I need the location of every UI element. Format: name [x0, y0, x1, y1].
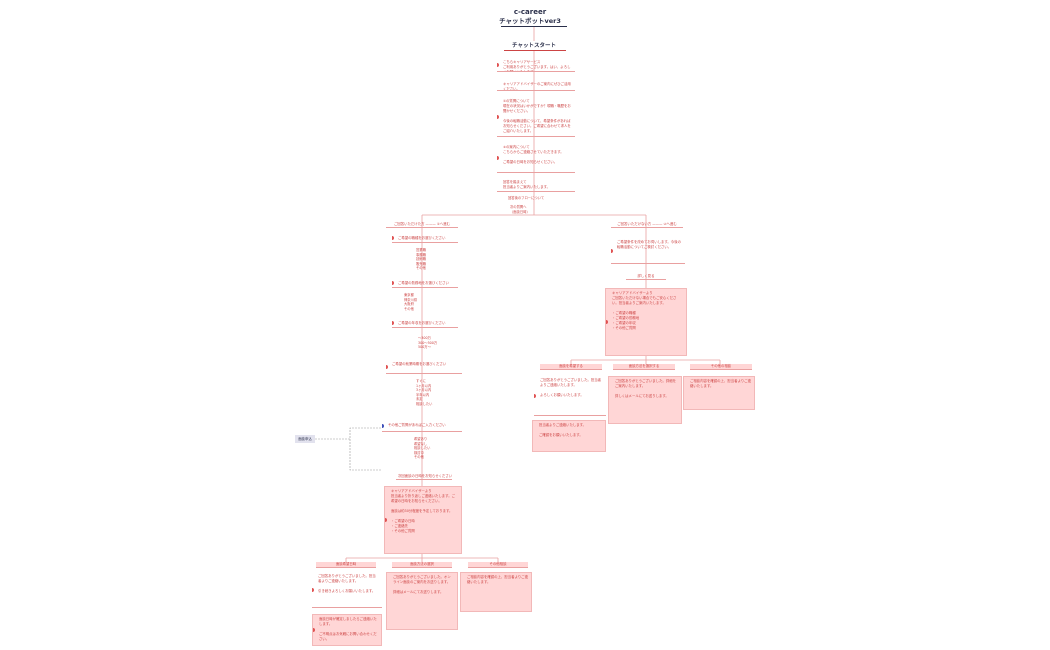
- mid-branch-1[interactable]: 面談希望日時: [316, 562, 376, 568]
- node-dot-icon: [611, 248, 613, 253]
- right-text-3[interactable]: ご相談内容を確認の上、担当者よりご連絡いたします。: [683, 376, 755, 410]
- left-step-5[interactable]: その他ご質問があればご入力ください: [382, 421, 462, 432]
- mid-text-1[interactable]: ご回答ありがとうございました。担当者よりご連絡いたします。 引き続きよろしくお願…: [312, 572, 382, 608]
- intro-node-4[interactable]: ②の案内について こちらからご連絡させていただきます。 ご希望の日時をお知らせく…: [497, 143, 575, 173]
- node-dot-icon: [312, 587, 314, 592]
- center-label: 回答後のフローについて: [508, 196, 545, 200]
- start-node[interactable]: チャットスタート: [512, 43, 556, 49]
- right-branch-3[interactable]: その他の相談: [690, 364, 752, 370]
- mid-final[interactable]: 面談日時が確定しましたらご連絡いたします。 ご不明点はお気軽にお問い合わせくださ…: [312, 614, 382, 646]
- node-dot-icon: [497, 62, 499, 67]
- mid-text-2[interactable]: ご回答ありがとうございました。オンライン面談のご案内をお送りします。 詳細はメー…: [386, 572, 458, 630]
- intro-node-2[interactable]: キャリアアドバイザーのご案内にぜひご活用ください。: [497, 80, 575, 91]
- branch-left-header[interactable]: ご回答いただけた方 ——— ①へ進む: [386, 222, 458, 228]
- node-dot-icon: [386, 364, 388, 369]
- side-label[interactable]: 面談申込: [295, 435, 315, 443]
- mid-text-3[interactable]: ご相談内容を確認の上、担当者よりご連絡いたします。: [460, 572, 532, 612]
- node-dot-icon: [385, 518, 387, 522]
- right-step-1[interactable]: ご希望条件を改めてお伺いします。今後の転職活動についてご検討ください。: [611, 238, 685, 264]
- left-step-4[interactable]: ご希望の就業時期をお選びください: [386, 360, 462, 374]
- right-step-2[interactable]: 詳しく見る: [626, 274, 666, 280]
- left-step-2[interactable]: ご希望の勤務地をお選びください: [392, 279, 458, 288]
- node-dot-icon: [497, 114, 499, 119]
- node-dot-icon: [392, 281, 394, 285]
- title-text: c-career: [513, 8, 547, 16]
- node-dot-icon: [382, 424, 384, 428]
- intro-node-5[interactable]: 回答を踏まえて 担当者よりご案内いたします。: [497, 178, 575, 192]
- node-dot-icon: [497, 155, 499, 160]
- branch-right-header[interactable]: ご回答いただけない方 ——— ②へ進む: [611, 222, 683, 228]
- mid-branch-3[interactable]: その他相談: [468, 562, 528, 568]
- left-list-5: 希望あり 希望なし 相談したい 検討中 その他: [414, 437, 431, 460]
- node-dot-icon: [392, 236, 394, 240]
- right-branch-1[interactable]: 面談を希望する: [540, 364, 602, 370]
- right-final[interactable]: 担当者よりご連絡いたします。 ご確認をお願いいたします。: [532, 420, 606, 452]
- left-list-2: 東京都 神奈川県 大阪府 その他: [404, 293, 418, 311]
- left-list-4: すぐに 1ヶ月以内 3ヶ月以内 半年以内 未定 相談したい: [416, 379, 433, 406]
- mid-box[interactable]: キャリアアドバイザーより 担当者より折り返しご連絡いたします。ご希望の日時をお知…: [384, 486, 462, 554]
- intro-node-3[interactable]: ①の質問について 現在の状況はいかがですか？現職・職歴をお聞かせください。 今後…: [497, 97, 575, 137]
- right-text-1[interactable]: ご回答ありがとうございました。担当者よりご連絡いたします。 よろしくお願いいたし…: [534, 376, 606, 416]
- left-list-1: 営業職 事務職 技術職 販売職 その他: [416, 248, 426, 271]
- node-dot-icon: [392, 321, 394, 325]
- node-dot-icon: [606, 320, 608, 324]
- node-dot-icon: [534, 393, 536, 398]
- mid-branch-2[interactable]: 面談方法の選択: [392, 562, 452, 568]
- chart-title: c-career チャットボットver3: [490, 8, 570, 26]
- subtitle-text: チャットボットver3: [499, 17, 561, 25]
- left-step-1[interactable]: ご希望の職種をお選びください: [392, 234, 458, 243]
- right-branch-2[interactable]: 面談方法を選択する: [613, 364, 675, 370]
- left-list-3: 〜300万 300〜500万 500万〜: [418, 336, 438, 350]
- intro-node-1[interactable]: こちらキャリアサービス ご利用ありがとうございます。はい、よろしくお願いいたしま…: [497, 58, 575, 72]
- right-text-2[interactable]: ご回答ありがとうございました。詳細をご案内いたします。 詳しくはメールにてお送り…: [608, 376, 682, 424]
- right-box[interactable]: キャリアアドバイザーより ご回答いただけない場合でもご安心ください。担当者よりご…: [605, 288, 687, 356]
- left-step-3[interactable]: ご希望の年収をお選びください: [392, 319, 458, 328]
- left-lower-label[interactable]: 次回面談の日時をお知らせください: [396, 474, 453, 480]
- start-underline: [504, 50, 566, 51]
- center-sub: 次の質問へ （面談日時）: [510, 205, 530, 214]
- title-underline: [501, 26, 567, 27]
- node-dot-icon: [313, 628, 315, 632]
